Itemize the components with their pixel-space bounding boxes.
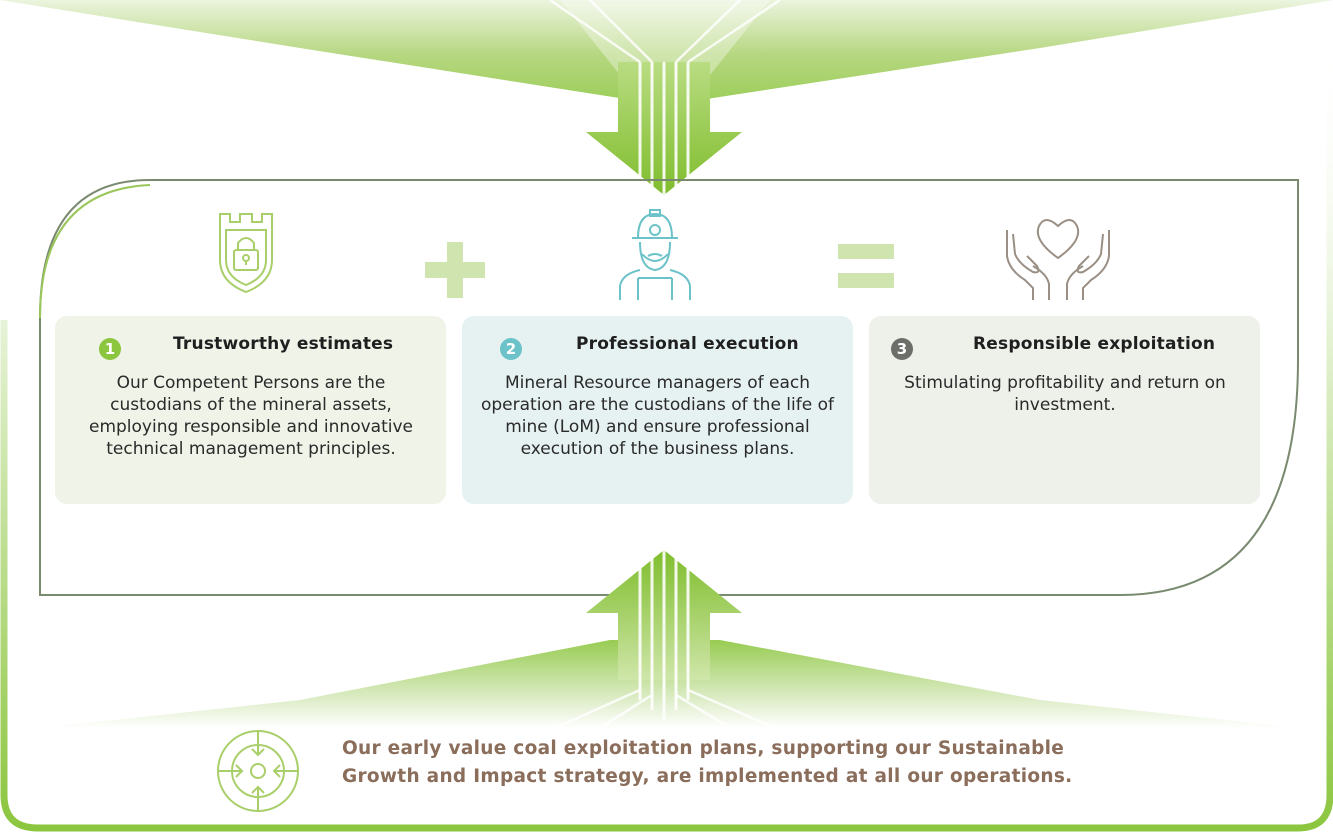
card-professional-execution: 2 Professional execution Mineral Resourc… (462, 316, 853, 504)
step-badge: 2 (500, 338, 522, 360)
target-icon (217, 730, 299, 812)
card-title: Trustworthy estimates (173, 334, 394, 354)
card-body: Our Competent Persons are the custodians… (89, 373, 413, 459)
card-responsible-exploitation: 3 Responsible exploitation Stimulating p… (869, 316, 1260, 504)
step-badge: 1 (99, 338, 121, 360)
card-trustworthy-estimates: 1 Trustworthy estimates Our Competent Pe… (55, 316, 446, 504)
shield-lock-icon (219, 213, 273, 294)
card-body: Stimulating profitability and return on … (904, 373, 1226, 415)
miner-icon (619, 209, 691, 300)
footer-statement: Our early value coal exploitation plans,… (342, 738, 1073, 787)
card-title: Professional execution (576, 334, 799, 354)
hands-heart-icon (1006, 219, 1110, 300)
step-badge: 3 (891, 338, 913, 360)
card-title: Responsible exploitation (973, 334, 1216, 354)
card-body: Mineral Resource managers of each operat… (480, 373, 834, 459)
equals-icon (838, 244, 894, 288)
plus-icon (425, 242, 485, 298)
